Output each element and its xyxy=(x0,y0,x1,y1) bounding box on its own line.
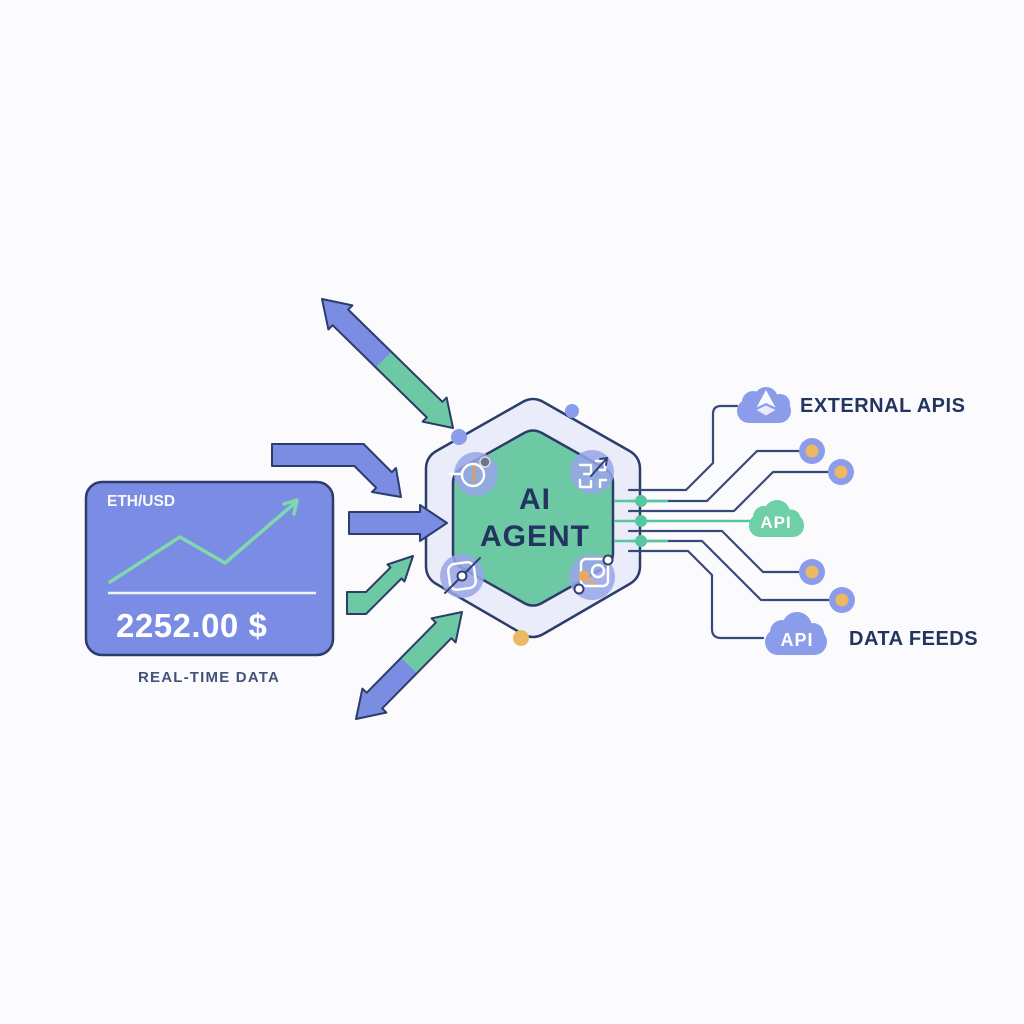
circuit-line-t3 xyxy=(627,529,801,574)
cloud-shape xyxy=(749,500,804,537)
node-dot xyxy=(635,535,647,547)
cloud-shape xyxy=(737,387,791,423)
eth-cloud: EXTERNAL APIS xyxy=(737,387,965,423)
price-value: 2252.00 $ xyxy=(116,607,267,644)
api-green-label: API xyxy=(760,513,791,532)
sparkline xyxy=(108,500,298,584)
circuit-line-t2 xyxy=(627,470,830,513)
arrow-double-bottom xyxy=(355,611,463,720)
terminal-node xyxy=(799,438,825,464)
api-cloud-green: API xyxy=(749,500,804,537)
circuit-line-api-cloud xyxy=(627,549,765,640)
accent-dot-blue xyxy=(451,429,467,445)
arrow-bent-green xyxy=(346,555,414,615)
agent-title: AI AGENT xyxy=(480,483,590,553)
data-flow-arrows xyxy=(271,298,463,720)
price-card: ETH/USD 2252.00 $ REAL-TIME DATA xyxy=(84,480,335,686)
circuit-line-t4 xyxy=(627,539,831,602)
compass-icon xyxy=(444,557,481,594)
circuit-lines xyxy=(613,404,831,640)
agent-title-line1: AI xyxy=(519,483,551,516)
node-dot xyxy=(635,495,647,507)
terminal-node xyxy=(828,459,854,485)
realtime-data-label: REAL-TIME DATA xyxy=(138,669,280,686)
terminal-node xyxy=(799,559,825,585)
data-feeds-label: DATA FEEDS xyxy=(849,628,978,650)
accent-dot-orange xyxy=(513,630,529,646)
arrow-double-top xyxy=(321,298,454,429)
accent-dot-blue xyxy=(565,404,579,418)
api-blue-label: API xyxy=(780,630,813,650)
ethereum-icon xyxy=(756,390,776,416)
external-apis-label: EXTERNAL APIS xyxy=(800,395,965,417)
terminal-node xyxy=(829,587,855,613)
circuit-line-eth-cloud xyxy=(627,404,739,492)
target-icon xyxy=(448,456,491,488)
arrow-straight-blue xyxy=(348,504,448,542)
maze-icon xyxy=(578,456,609,489)
sparkline-arrow-icon xyxy=(282,498,299,516)
arrow-bent-blue xyxy=(271,443,402,498)
agent-title-line2: AGENT xyxy=(480,520,590,553)
circuit-terminals xyxy=(799,438,855,613)
pair-label: ETH/USD xyxy=(107,493,175,510)
cloud-shape xyxy=(765,612,827,655)
hexagon-badges xyxy=(440,404,615,646)
api-cloud-blue: API DATA FEEDS xyxy=(765,612,978,655)
node-dot xyxy=(635,515,647,527)
node-graph-icon xyxy=(573,554,614,595)
